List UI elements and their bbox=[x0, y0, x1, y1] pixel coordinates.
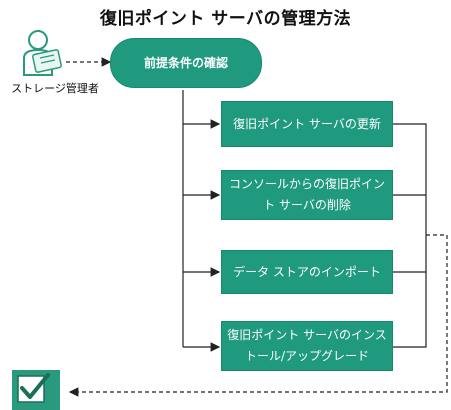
right-collector-line bbox=[393, 123, 427, 348]
actor-label: ストレージ管理者 bbox=[11, 82, 99, 95]
user-admin-icon bbox=[23, 30, 62, 76]
diagram-title: 復旧ポイント サーバの管理方法 bbox=[99, 9, 352, 29]
checkmark-icon bbox=[12, 370, 60, 410]
task-node-delete: コンソールからの復旧ポイント サーバの削除 bbox=[221, 170, 393, 220]
task-node-install: 復旧ポイント サーバのインストール/アップグレード bbox=[221, 321, 393, 371]
task-node-import: データ ストアのインポート bbox=[221, 250, 393, 294]
end-dashed-arrow bbox=[68, 234, 448, 397]
task-node-update: 復旧ポイント サーバの更新 bbox=[221, 101, 393, 147]
prerequisite-node: 前提条件の確認 bbox=[110, 38, 262, 88]
